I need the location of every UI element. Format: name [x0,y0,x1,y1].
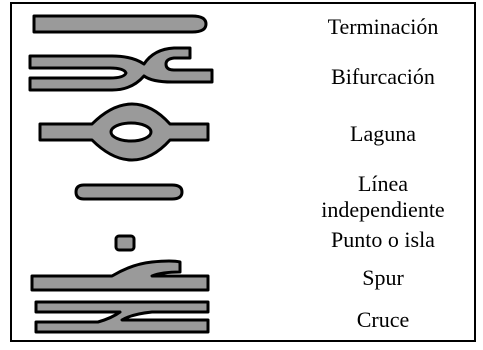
label-point: Punto o isla [290,228,476,252]
label-bifurcation: Bifurcación [290,65,476,89]
independent-line-shape [76,185,182,199]
crossing-shape [36,302,208,332]
bifurcation-shape [30,48,212,90]
label-independent-line-1: Línea [290,172,476,196]
label-crossing: Cruce [290,308,476,332]
termination-shape [34,16,206,32]
lagoon-hole [111,123,151,141]
label-termination: Terminación [290,15,476,39]
point-shape [116,236,134,250]
label-spur: Spur [290,266,476,290]
spur-shape [32,261,208,290]
diagram-frame: Terminación Bifurcación Laguna Línea ind… [10,2,476,342]
label-lagoon: Laguna [290,122,476,146]
label-independent-line-2: independiente [290,198,476,222]
